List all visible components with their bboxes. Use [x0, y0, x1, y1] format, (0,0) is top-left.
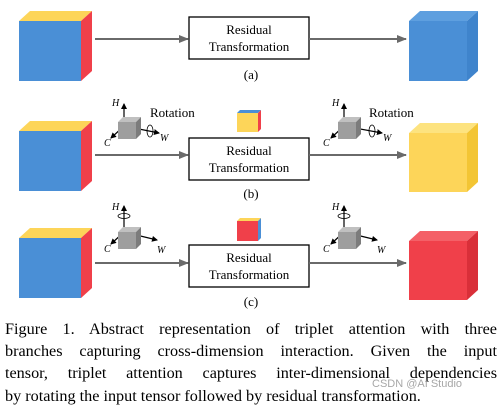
residual-box-b: Residual Transformation: [188, 137, 310, 181]
panel-c: H C W Residual Transformation H C W: [19, 202, 478, 309]
rotation-axes-left-b: H C W: [104, 98, 170, 149]
axis-c-left-c: C: [104, 244, 111, 255]
rotation-axes-right-c: H C W: [323, 202, 387, 256]
panel-tag-b: (b): [243, 186, 258, 201]
input-cube-c: [19, 228, 92, 298]
axis-c-right-b: C: [323, 138, 330, 149]
rotation-axes-left-c: H C W: [104, 202, 167, 256]
axis-w-right-b: W: [383, 133, 393, 144]
watermark: CSDN @AI Studio: [372, 378, 463, 390]
residual-box-c-line2: Transformation: [209, 267, 290, 282]
panel-b: H C W Rotation Residual Transformation: [19, 98, 478, 201]
residual-box-a-line1: Residual: [226, 22, 272, 37]
residual-box-b-line1: Residual: [226, 143, 272, 158]
axis-h-left-b: H: [111, 98, 120, 109]
axis-c-left-b: C: [104, 138, 111, 149]
input-cube-a: [19, 11, 92, 81]
output-cube-b: [409, 123, 478, 192]
axis-h-right-b: H: [331, 98, 340, 109]
axis-c-right-c: C: [323, 244, 330, 255]
caption-line-3: tensor, triplet attention captures inter…: [5, 364, 497, 383]
output-cube-c: [409, 231, 478, 300]
caption-line-4: by rotating the input tensor followed by…: [5, 386, 421, 405]
residual-box-a-line2: Transformation: [209, 39, 290, 54]
rotation-axes-right-b: H C W: [323, 98, 393, 149]
rotated-tensor-c: [237, 218, 261, 241]
residual-box-c-line1: Residual: [226, 250, 272, 265]
axis-w-left-b: W: [160, 133, 170, 144]
caption-line-1: Figure 1. Abstract representation of tri…: [5, 320, 497, 338]
output-cube-a: [409, 11, 478, 81]
input-cube-b: [19, 121, 92, 191]
rotation-label-right-b: Rotation: [369, 105, 414, 120]
caption-line-2: branches capturing cross-dimension inter…: [5, 342, 497, 361]
rotated-tensor-b: [237, 110, 261, 132]
figure-diagram: Residual Transformation (a) H C W: [19, 11, 478, 309]
axis-h-left-c: H: [111, 202, 120, 213]
axis-h-right-c: H: [331, 202, 340, 213]
residual-box-a: Residual Transformation: [188, 16, 310, 60]
axis-w-right-c: W: [377, 245, 387, 256]
panel-a: Residual Transformation (a): [19, 11, 478, 82]
figure-caption: Figure 1. Abstract representation of tri…: [5, 318, 497, 407]
rotation-label-left-b: Rotation: [150, 105, 195, 120]
panel-tag-a: (a): [244, 67, 258, 82]
residual-box-c: Residual Transformation: [188, 244, 310, 288]
panel-tag-c: (c): [244, 294, 258, 309]
axis-w-left-c: W: [157, 245, 167, 256]
residual-box-b-line2: Transformation: [209, 160, 290, 175]
